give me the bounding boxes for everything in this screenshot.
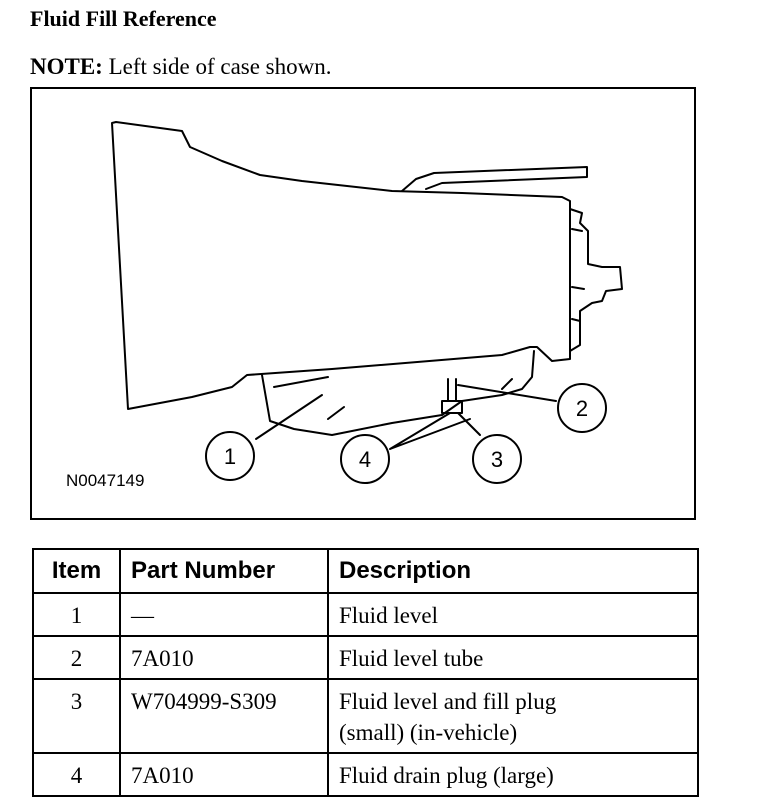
row-item: 2 bbox=[32, 635, 121, 680]
note-text: Left side of case shown. bbox=[108, 54, 332, 79]
table-row: 2 7A010 Fluid level tube bbox=[32, 635, 699, 680]
description-line: Fluid level tube bbox=[339, 646, 484, 671]
table-row: 4 7A010 Fluid drain plug (large) bbox=[32, 752, 699, 797]
row-description: Fluid drain plug (large) bbox=[327, 752, 699, 797]
table-row: 3 W704999-S309 Fluid level and fill plug… bbox=[32, 678, 699, 754]
row-description: Fluid level bbox=[327, 592, 699, 637]
leader-2 bbox=[457, 384, 557, 402]
row-item: 1 bbox=[32, 592, 121, 637]
row-part-number: 7A010 bbox=[119, 635, 329, 680]
description-line: Fluid level bbox=[339, 603, 439, 628]
header-part-number: Part Number bbox=[119, 548, 329, 594]
callout-3-label: 3 bbox=[491, 447, 503, 472]
row-part-number: — bbox=[119, 592, 329, 637]
leader-3 bbox=[457, 412, 481, 436]
callout-4-label: 4 bbox=[359, 447, 371, 472]
callout-3-circle bbox=[472, 434, 522, 484]
callout-4-circle bbox=[340, 434, 390, 484]
drain-plug bbox=[441, 400, 463, 414]
leader-1 bbox=[255, 394, 323, 440]
rear-housing bbox=[569, 208, 623, 352]
header-description: Description bbox=[327, 548, 699, 594]
case-outline bbox=[111, 121, 571, 410]
oil-pan bbox=[261, 350, 535, 436]
table-header-row: Item Part Number Description bbox=[32, 548, 699, 594]
callout-1-label: 1 bbox=[224, 444, 236, 469]
description-line: Fluid drain plug (large) bbox=[339, 763, 554, 788]
callout-1-circle bbox=[205, 431, 255, 481]
row-part-number: W704999-S309 bbox=[119, 678, 329, 754]
description-line: (small) (in-vehicle) bbox=[339, 720, 518, 745]
row-part-number: 7A010 bbox=[119, 752, 329, 797]
note-label: NOTE: bbox=[30, 54, 103, 79]
parts-table: Item Part Number Description 1 — Fluid l… bbox=[32, 548, 699, 797]
figure-id: N0047149 bbox=[66, 471, 145, 490]
page-title: Fluid Fill Reference bbox=[30, 6, 217, 31]
row-item: 4 bbox=[32, 752, 121, 797]
pan-rib bbox=[273, 376, 513, 420]
table-row: 1 — Fluid level bbox=[32, 592, 699, 637]
rear-detail bbox=[571, 228, 585, 322]
row-description: Fluid level and fill plug (small) (in-ve… bbox=[327, 678, 699, 754]
description-line: Fluid level and fill plug bbox=[339, 689, 557, 714]
level-tube bbox=[447, 378, 457, 402]
tube-top bbox=[401, 166, 588, 192]
callout-2-label: 2 bbox=[576, 396, 588, 421]
row-description: Fluid level tube bbox=[327, 635, 699, 680]
leader-4 bbox=[389, 412, 471, 450]
callout-2-circle bbox=[557, 383, 607, 433]
note: NOTE: Left side of case shown. bbox=[30, 54, 332, 80]
header-item: Item bbox=[32, 548, 121, 594]
row-item: 3 bbox=[32, 678, 121, 754]
transmission-illustration: 1 2 3 4 N0047149 bbox=[30, 87, 696, 520]
transmission-drawing: 1 2 3 4 bbox=[111, 121, 623, 484]
